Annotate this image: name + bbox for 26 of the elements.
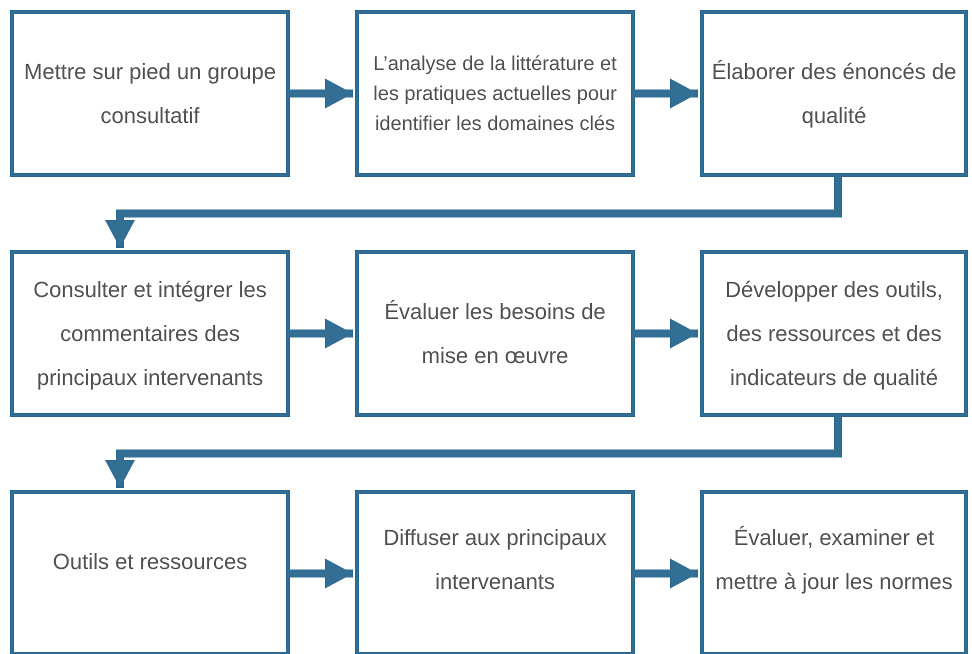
step-text: Développer des outils, des ressources et des indicateurs de qualité <box>724 276 944 392</box>
step-text: Évaluer les besoins de mise en œuvre <box>383 298 607 370</box>
arrow <box>635 78 698 108</box>
process-box <box>355 250 635 417</box>
process-box <box>355 10 635 177</box>
step-text: Diffuser aux principaux intervenants <box>382 524 608 596</box>
step-text: Outils et ressources <box>52 548 248 576</box>
process-box <box>700 250 968 417</box>
arrow <box>290 558 353 588</box>
process-box <box>10 10 290 177</box>
step-text: L’analyse de la littérature et les pratiques actuelles pour identifier les domaines clés <box>372 52 618 136</box>
step-text: Évaluer, examiner et mettre à jour les normes <box>714 524 954 596</box>
arrow <box>290 318 353 348</box>
process-box <box>10 250 290 417</box>
arrow <box>290 78 353 108</box>
arrow <box>635 318 698 348</box>
process-box <box>10 490 290 654</box>
step-text: Élaborer des énoncés de qualité <box>710 58 958 130</box>
process-box <box>700 10 968 177</box>
arrow <box>635 558 698 588</box>
step-text: Consulter et intégrer les commentaires des principaux intervenants <box>32 276 268 392</box>
step-text: Mettre sur pied un groupe consultatif <box>23 58 277 130</box>
process-box <box>355 490 635 654</box>
arrow <box>105 417 842 488</box>
process-box <box>700 490 968 654</box>
arrow <box>105 177 842 248</box>
